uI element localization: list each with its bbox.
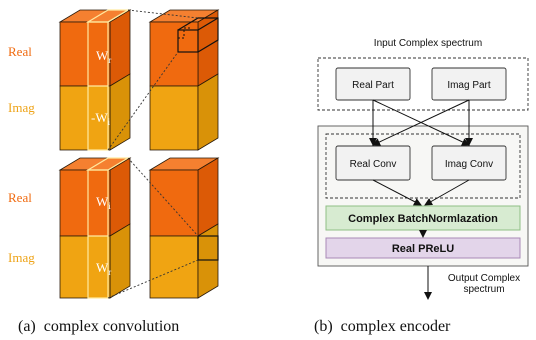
- bottom-output-cell: [197, 235, 219, 261]
- top-output-real-front-face: [149, 21, 199, 87]
- top-input-imag-side-face: [109, 73, 131, 151]
- top-output-cell: [177, 17, 219, 53]
- top-imag-label: Imag: [8, 100, 35, 115]
- arrow-imagpart-realconv: [372, 99, 470, 146]
- output-label-line1: Output Complex: [448, 273, 520, 284]
- top-kernel-slice: [85, 9, 131, 151]
- bottom-imag-label: Imag: [8, 250, 35, 265]
- complex-batchnorm-box: [325, 205, 521, 231]
- top-kernel-real-weight: Wr: [96, 48, 111, 65]
- bottom-kernel-slice: [85, 157, 131, 299]
- real-conv-label: Real Conv: [350, 159, 397, 170]
- arrow-imagconv-batchnorm: [424, 179, 470, 206]
- complex-batchnorm-label: Complex BatchNormlazation: [348, 213, 498, 225]
- complex-convolution-figure: Real Imag Wr -Wi: [8, 9, 220, 335]
- bottom-kernel-imag-weight: Wi: [96, 194, 111, 211]
- bottom-input-block: [58, 157, 132, 299]
- right-caption: (b) complex encoder: [314, 318, 451, 335]
- encoder-arrows: [369, 99, 473, 300]
- real-part-label: Real Part: [352, 80, 394, 91]
- input-complex-spectrum-label: Input Complex spectrum: [374, 38, 482, 49]
- input-spectrum-group: [317, 57, 529, 111]
- top-output-block: [148, 9, 220, 151]
- imag-part-label: Imag Part: [447, 80, 491, 91]
- top-projection-lines: [107, 9, 199, 151]
- bottom-kernel-real-weight: Wr: [96, 260, 111, 277]
- bottom-input-real-side-face: [109, 157, 131, 237]
- bottom-output-imag-front-face: [149, 235, 199, 299]
- top-kernel-imag-weight: -Wi: [91, 110, 111, 127]
- top-output-imag-front-face: [149, 85, 199, 151]
- real-prelu-box: [325, 237, 521, 259]
- bottom-output-side-face: [197, 157, 219, 237]
- left-caption: (a) complex convolution: [18, 318, 179, 335]
- top-input-real-front-face: [59, 21, 111, 87]
- arrow-realconv-batchnorm: [372, 179, 422, 206]
- output-label-line2: spectrum: [463, 284, 504, 295]
- bottom-input-imag-side-face: [109, 223, 131, 299]
- top-real-label: Real: [8, 44, 32, 59]
- imag-conv-label: Imag Conv: [445, 159, 493, 170]
- bottom-input-imag-front-face: [59, 235, 111, 299]
- real-prelu-label: Real PReLU: [392, 243, 454, 255]
- top-input-real-side-face: [109, 9, 131, 87]
- top-output-side-face: [197, 9, 219, 87]
- bottom-real-label: Real: [8, 190, 32, 205]
- bottom-projection-lines: [107, 157, 199, 299]
- bottom-output-real-front-face: [149, 169, 199, 237]
- bottom-output-imag-side-face: [197, 223, 219, 299]
- complex-encoder-figure: Input Complex spectrum Real Part Imag Pa…: [314, 38, 529, 335]
- top-output-imag-side-face: [197, 73, 219, 151]
- top-input-block: [58, 9, 132, 151]
- conv-dashed-group: [325, 133, 521, 199]
- bottom-output-block: [148, 157, 220, 299]
- top-input-imag-front-face: [59, 85, 111, 151]
